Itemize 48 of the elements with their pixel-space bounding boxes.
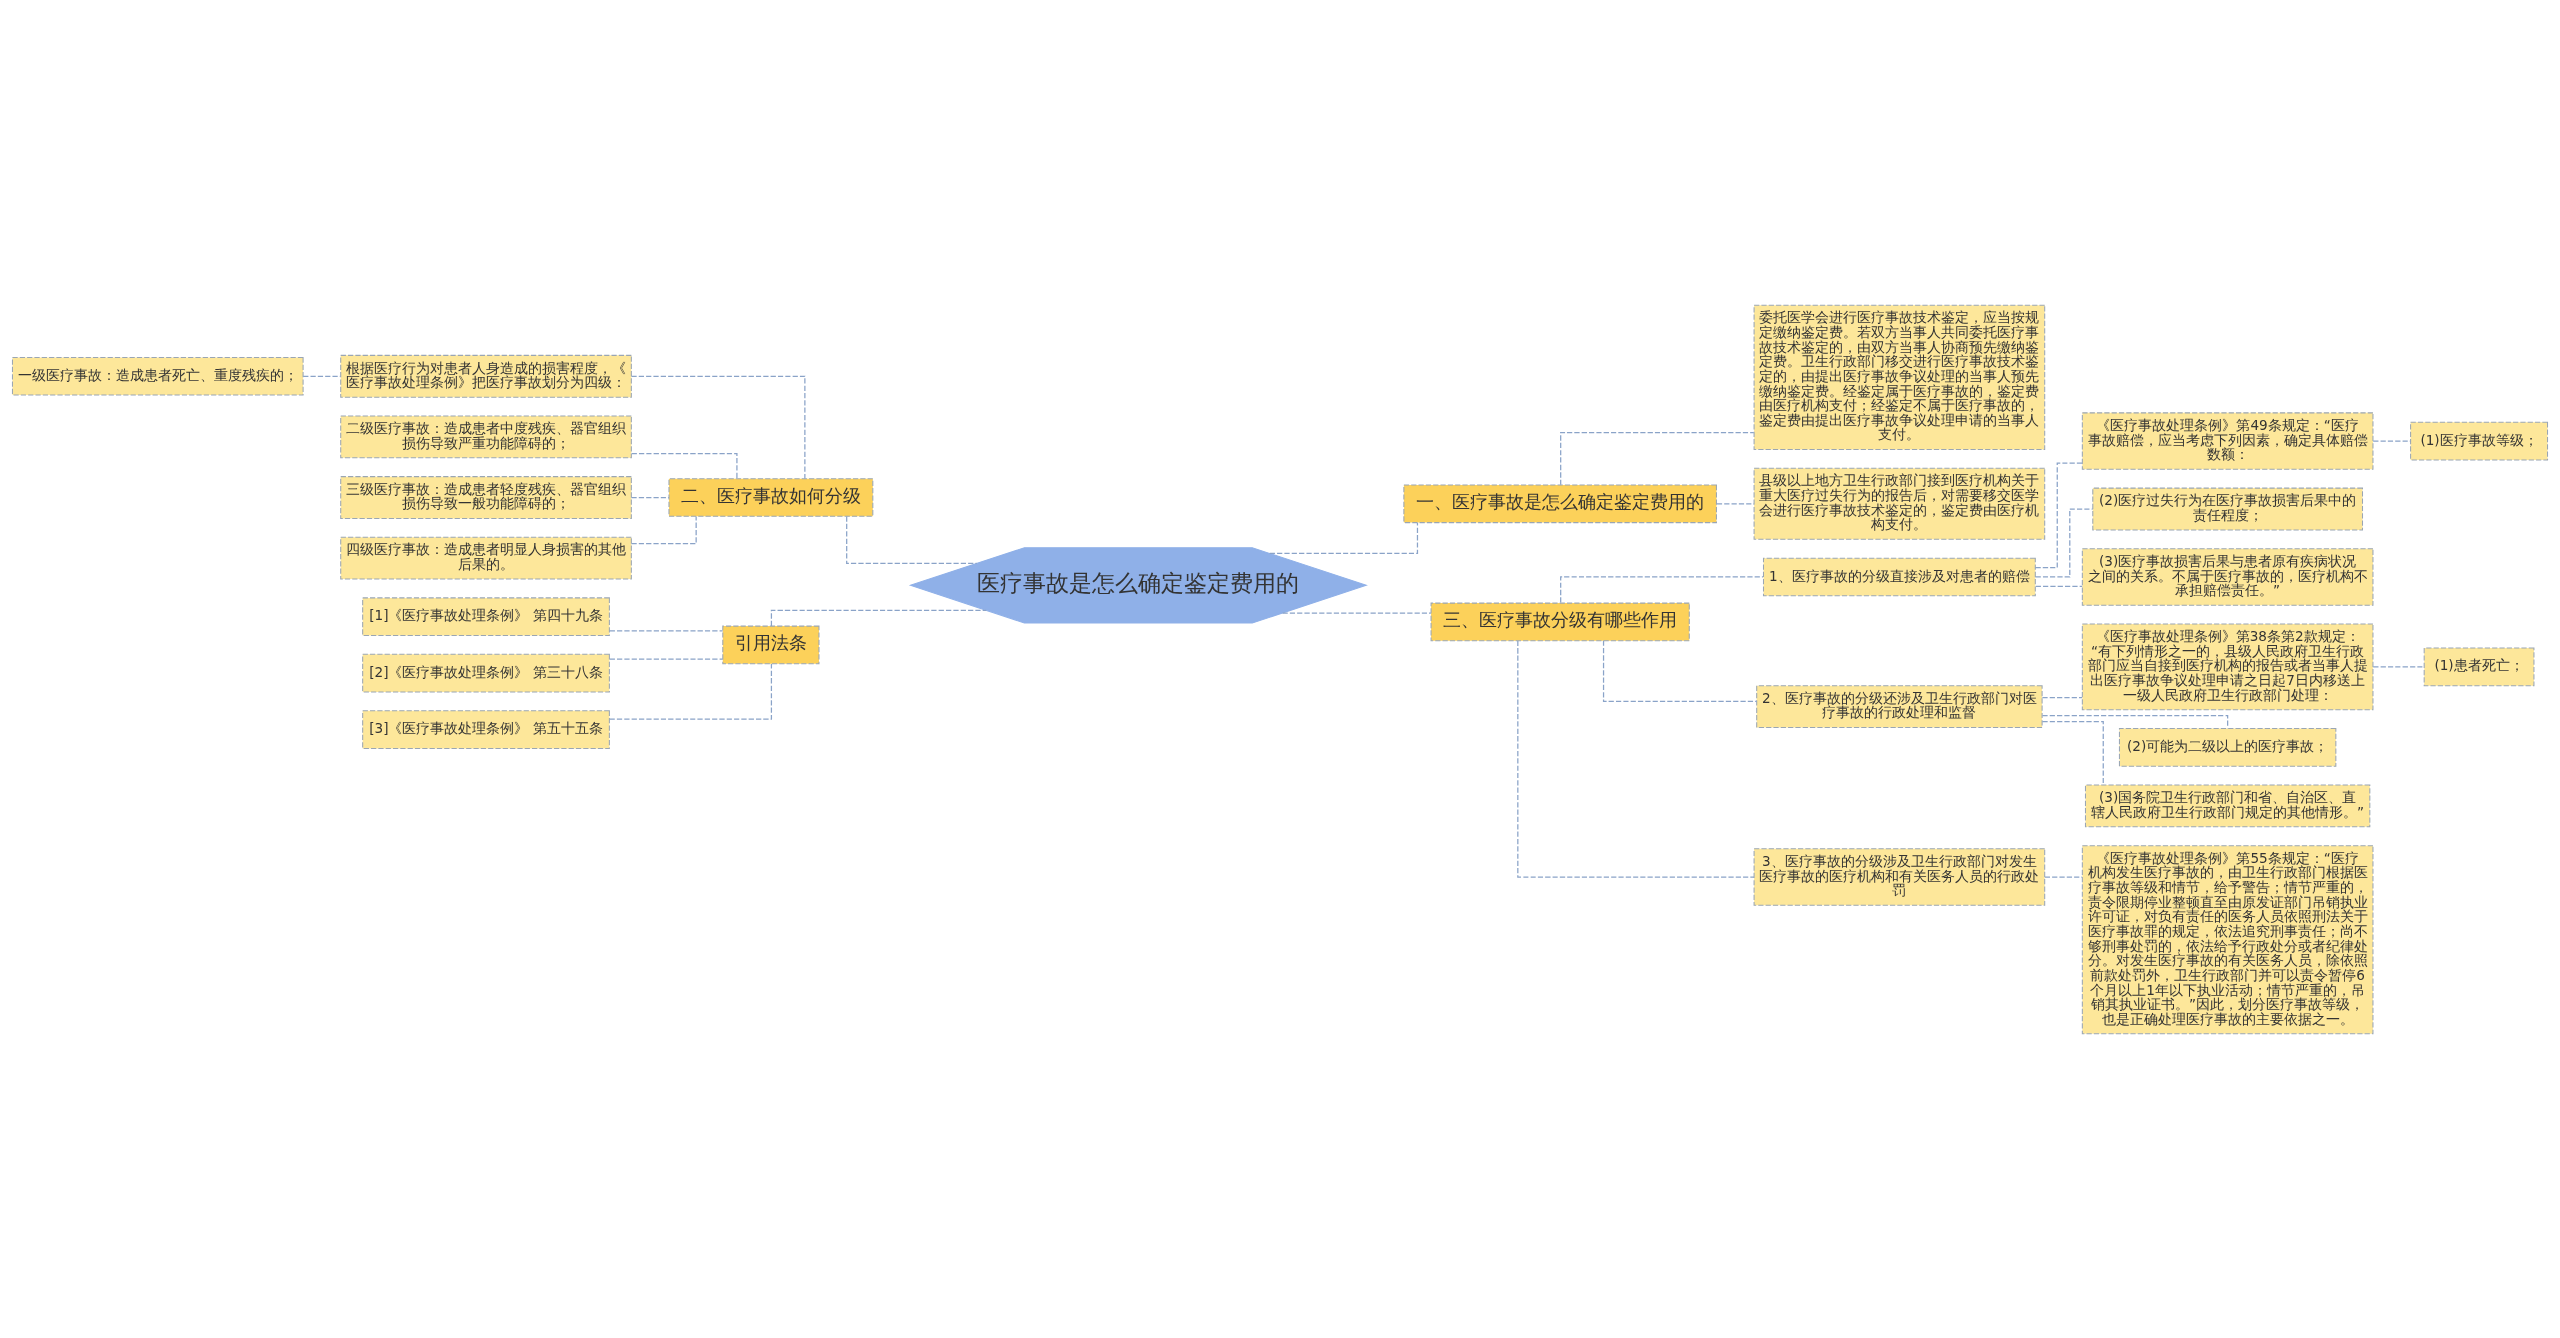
node-box: 根据医疗行为对患者人身造成的损害程度，《医疗事故处理条例》把医疗事故划分为四级： [340, 354, 632, 398]
connector [2041, 696, 2083, 698]
connector [1716, 502, 1755, 504]
node-box: (1)医疗事故等级； [2410, 421, 2549, 460]
node-box: (3)国务院卫生行政部门和省、自治区、直辖人民政府卫生行政部门规定的其他情形。” [2084, 784, 2371, 827]
node-box: 引用法条 [722, 625, 820, 664]
node-box: 二级医疗事故：造成患者中度残疾、器官组织损伤导致严重功能障碍的； [340, 414, 632, 458]
node-box: [2]《医疗事故处理条例》 第三十八条 [362, 653, 610, 692]
connector [2034, 461, 2083, 568]
connector [2372, 665, 2425, 667]
node-box: 《医疗事故处理条例》第55条规定：“医疗机构发生医疗事故的，由卫生行政部门根据医疗事故等级和情节，给予警告；情节严重的，责令限期停业整顿直至由原发证部门吊销执业许可证，对负有责任的医务人员依照刑法关于医疗事故罪的规定，依法追究刑事责任；尚不够刑事处罚的，依法给予行政处分或者纪律处分。对发生医疗事故的有关医务人员，除依照前款处罚外，卫生行政部门并可以责令暂停6个月以上1年以下执业活动；情节严重的，吊销其执业证书。”因此，划分医疗事故等级，也是正确处理医疗事故的主要依据之一。 [2081, 844, 2374, 1034]
connector [770, 609, 987, 627]
node-box: (1)患者死亡； [2423, 647, 2535, 686]
node-box: 二、医疗事故如何分级 [668, 477, 874, 517]
node-box: 三级医疗事故：造成患者轻度残疾、器官组织损伤导致一般功能障碍的； [340, 475, 632, 519]
connector [1517, 640, 1755, 878]
connector [1269, 521, 1419, 554]
connector [630, 496, 670, 498]
node-box: 《医疗事故处理条例》第38条第2款规定：“有下列情形之一的，县级人民政府卫生行政部门应当自接到医疗机构的报告或者当事人提出医疗事故争议处理申请之日起7日内移送上一级人民政府卫生行政部门处理： [2081, 623, 2374, 710]
node-box: (3)医疗事故损害后果与患者原有疾病状况之间的关系。不属于医疗事故的，医疗机构不承担赔偿责任。” [2081, 547, 2374, 606]
connector [1282, 611, 1432, 614]
node-box: 四级医疗事故：造成患者明显人身损害的其他后果的。 [340, 536, 632, 580]
node-box: 三、医疗事故分级有哪些作用 [1430, 602, 1690, 641]
connector [2034, 507, 2094, 578]
connector [2035, 585, 2083, 587]
node-box: 一、医疗事故是怎么确定鉴定费用的 [1403, 483, 1717, 523]
node-box: 2、医疗事故的分级还涉及卫生行政部门对医疗事故的行政处理和监督 [1756, 684, 2043, 728]
node-box: [1]《医疗事故处理条例》 第四十九条 [362, 596, 610, 636]
connector [609, 629, 724, 631]
node-box: (2)医疗过失行为在医疗事故损害后果中的责任程度； [2092, 487, 2364, 530]
node-box: 县级以上地方卫生行政部门接到医疗机构关于重大医疗过失行为的报告后，对需要移交医学会进行医疗事故技术鉴定的，鉴定费由医疗机构支付。 [1753, 467, 2046, 540]
connector [302, 375, 341, 377]
node-box: 一级医疗事故：造成患者死亡、重度残疾的； [11, 356, 304, 396]
node-box: 委托医学会进行医疗事故技术鉴定，应当按规定缴纳鉴定费。若双方当事人共同委托医疗事故技术鉴定的，由双方当事人协商预先缴纳鉴定费。卫生行政部门移交进行医疗事故技术鉴定的，由提出医疗事故争议处理的当事人预先缴纳鉴定费。经鉴定属于医疗事故的，鉴定费由医疗机构支付；经鉴定不属于医疗事故的，鉴定费由提出医疗事故争议处理申请的当事人支付。 [1753, 304, 2046, 450]
node-box: [3]《医疗事故处理条例》 第五十五条 [362, 709, 610, 749]
node-box: 1、医疗事故的分级直接涉及对患者的赔偿 [1762, 557, 2036, 596]
connector [2372, 439, 2412, 442]
connector [631, 452, 738, 479]
connector [846, 515, 978, 564]
node-box: 3、医疗事故的分级涉及卫生行政部门对发生医疗事故的医疗机构和有关医务人员的行政处罚 [1753, 847, 2046, 906]
connector [2041, 720, 2104, 785]
connector [630, 375, 806, 479]
node-box: (2)可能为二级以上的医疗事故； [2118, 727, 2337, 767]
node-box: 《医疗事故处理条例》第49条规定：“医疗事故赔偿，应当考虑下列因素，确定具体赔偿数额： [2081, 411, 2374, 470]
connector [1560, 431, 1755, 485]
connector [609, 657, 724, 660]
connector [2044, 875, 2083, 878]
connector [1602, 639, 1758, 702]
